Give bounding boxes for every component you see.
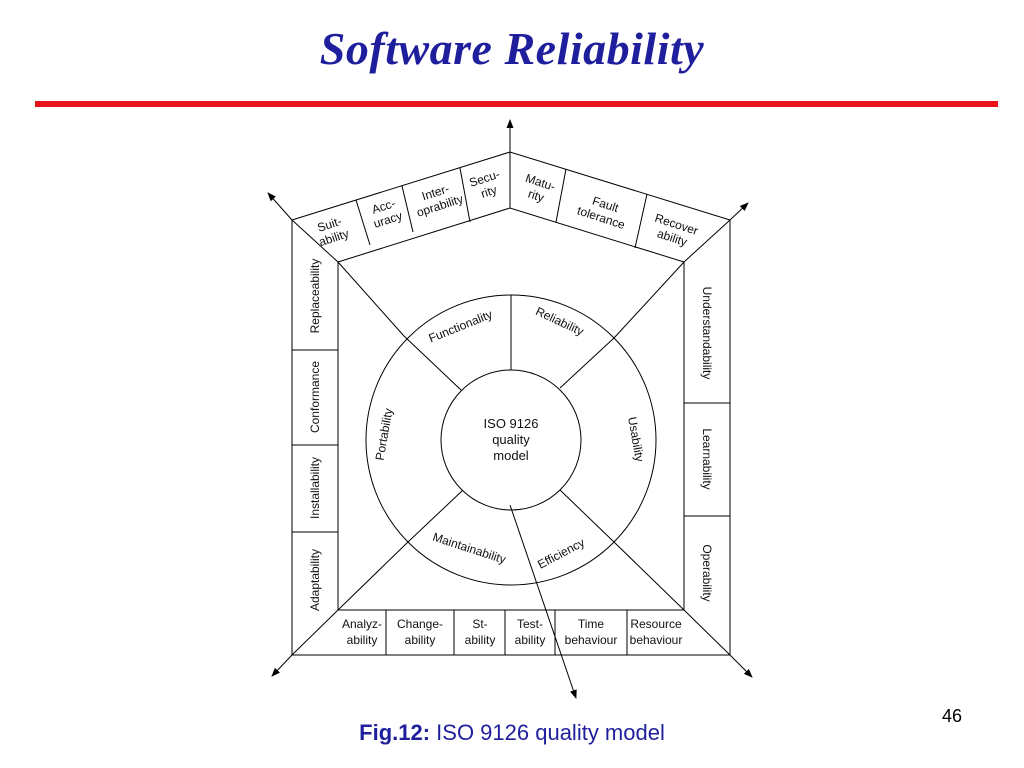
char-reliability: Reliability xyxy=(533,304,585,338)
inner-frame xyxy=(337,207,685,611)
char-usability: Usability xyxy=(625,416,647,463)
sub-learnability: Learnability xyxy=(700,428,714,489)
center-line-3: model xyxy=(493,448,529,463)
sub-time-behaviour-1: Time xyxy=(578,617,605,631)
sub-analyzability-2: ability xyxy=(347,633,378,647)
caption-prefix: Fig.12: xyxy=(359,720,431,745)
sub-adaptability: Adaptability xyxy=(308,549,322,611)
char-functionality: Functionality xyxy=(427,307,495,345)
sub-resource-behaviour-1: Resource xyxy=(630,617,682,631)
center-line-2: quality xyxy=(492,432,530,447)
sub-resource-behaviour-2: behaviour xyxy=(630,633,683,647)
sub-time-behaviour-2: behaviour xyxy=(565,633,618,647)
figure-caption: Fig.12: ISO 9126 quality model xyxy=(0,720,1024,746)
sub-conformance: Conformance xyxy=(308,361,322,433)
sub-installability: Installability xyxy=(308,457,322,519)
sub-analyzability-1: Analyz- xyxy=(342,617,382,631)
sub-operability: Operability xyxy=(700,544,714,601)
char-efficiency: Efficiency xyxy=(535,535,587,571)
sub-stability-1: St- xyxy=(472,617,487,631)
title-divider xyxy=(35,101,998,107)
char-maintainability: Maintainability xyxy=(431,530,508,567)
sub-understandability: Understandability xyxy=(700,287,714,380)
sub-stability-2: ability xyxy=(465,633,496,647)
sub-testability-2: ability xyxy=(515,633,546,647)
sub-changeability-1: Change- xyxy=(397,617,443,631)
char-portability: Portability xyxy=(373,407,396,461)
sub-testability-1: Test- xyxy=(517,617,543,631)
sub-maturity-2: rity xyxy=(526,187,546,205)
page-number: 46 xyxy=(942,706,963,726)
sub-security-2: rity xyxy=(479,183,499,201)
sub-changeability-2: ability xyxy=(405,633,436,647)
sub-replaceability: Replaceability xyxy=(308,259,322,334)
outer-frame xyxy=(291,151,731,656)
caption-text: ISO 9126 quality model xyxy=(430,720,665,745)
slide-title: Software Reliability xyxy=(319,23,705,74)
center-line-1: ISO 9126 xyxy=(484,416,539,431)
